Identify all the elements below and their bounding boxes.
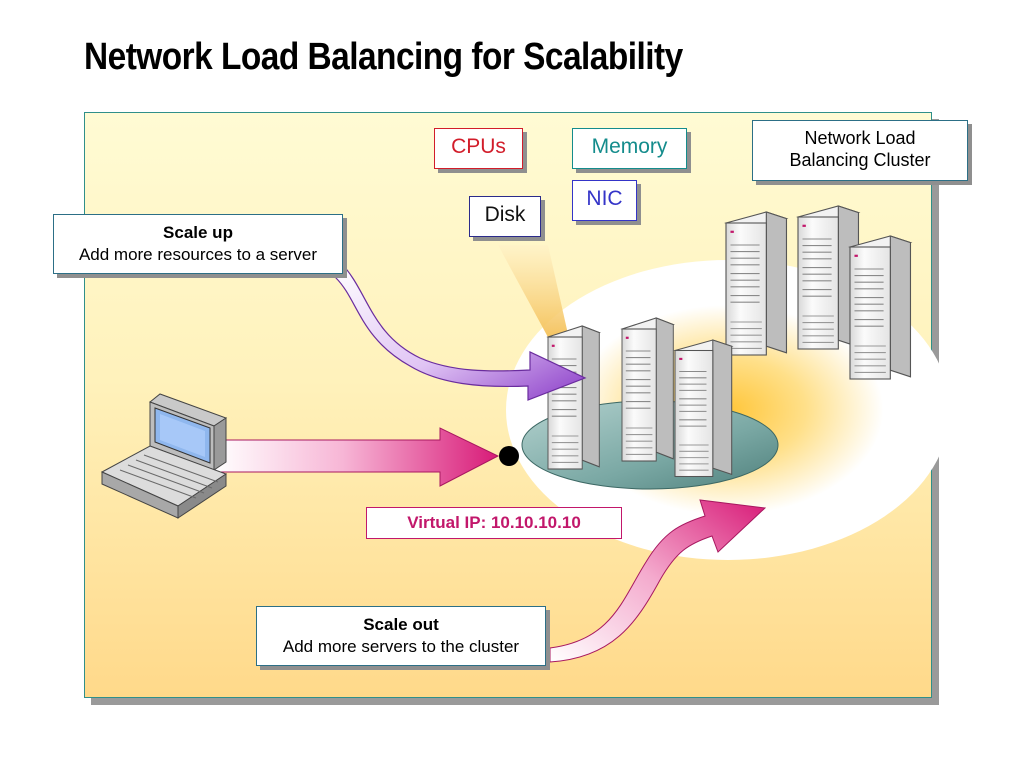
scale-out-arrow — [549, 499, 767, 663]
scale-out-callout: Scale out Add more servers to the cluste… — [256, 606, 546, 666]
virtual-ip-label: Virtual IP: 10.10.10.10 — [366, 507, 622, 539]
cluster-label: Network Load Balancing Cluster — [752, 120, 968, 181]
cluster-label-line1: Network Load — [804, 128, 916, 148]
cpus-label: CPUs — [434, 128, 523, 169]
laptop-icon — [100, 393, 228, 519]
memory-label: Memory — [572, 128, 687, 169]
cluster-server-icon — [797, 205, 860, 350]
scale-up-text: Add more resources to a server — [78, 245, 318, 264]
cluster-label-line2: Balancing Cluster — [789, 150, 931, 170]
scale-up-title: Scale up — [163, 223, 233, 242]
virtual-ip-dot — [499, 446, 519, 466]
cluster-server-icon — [725, 211, 788, 356]
scale-out-text: Add more servers to the cluster — [282, 637, 520, 656]
server-icon — [674, 339, 733, 478]
server-icon — [547, 325, 600, 470]
client-arrow — [214, 427, 500, 487]
resource-beam — [498, 245, 572, 352]
scale-out-title: Scale out — [363, 615, 439, 634]
slide-title: Network Load Balancing for Scalability — [84, 36, 683, 78]
cluster-server-icon — [849, 235, 912, 380]
nic-label: NIC — [572, 180, 637, 221]
disk-label: Disk — [469, 196, 541, 237]
server-icon — [621, 317, 674, 462]
scale-up-arrow — [335, 260, 587, 401]
scale-up-callout: Scale up Add more resources to a server — [53, 214, 343, 274]
